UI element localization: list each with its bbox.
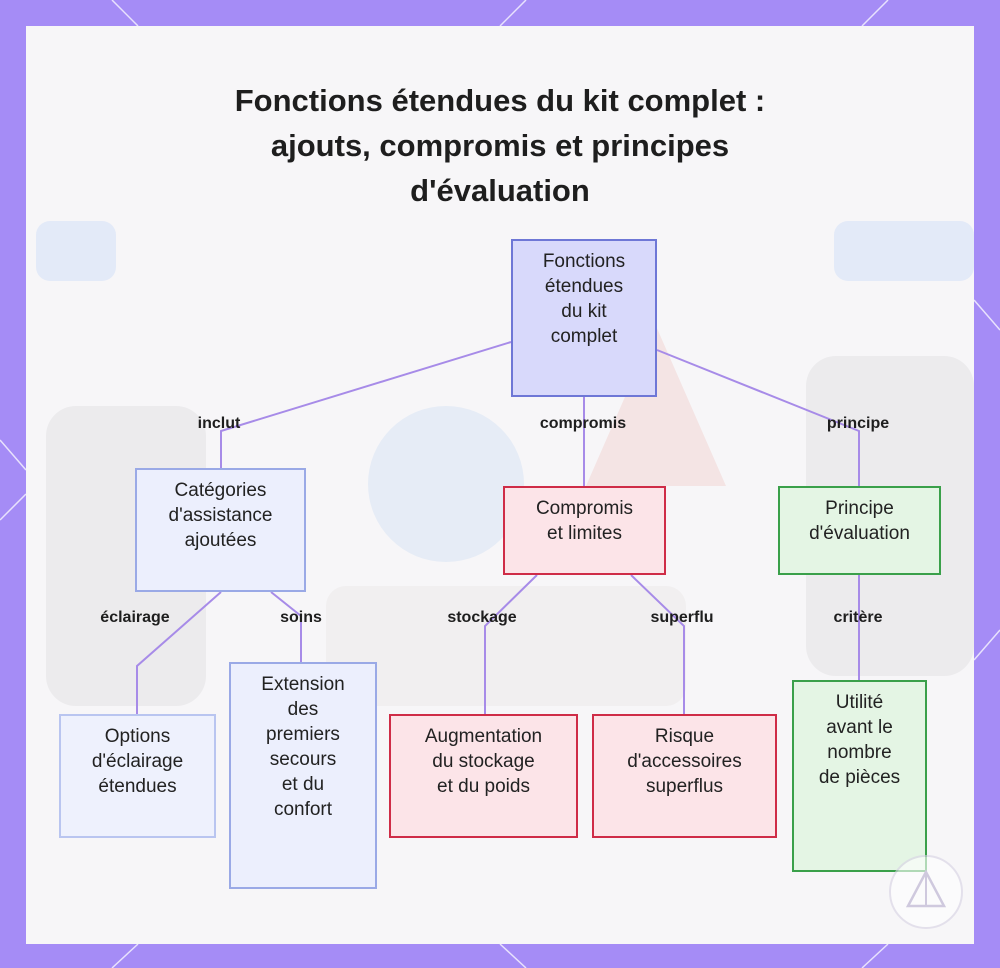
edge-label-critere: critère: [833, 609, 883, 626]
node-risque-line: d'accessoires: [627, 751, 742, 772]
node-root-line: complet: [550, 326, 618, 347]
node-stockage-line: et du poids: [437, 776, 530, 797]
node-extension-line: Extension: [261, 674, 345, 695]
node-extension: Extension des premiers secours et du con…: [229, 662, 377, 889]
node-stockage: Augmentation du stockage et du poids: [389, 714, 578, 838]
edge-principe: [656, 349, 860, 486]
node-stockage-line: du stockage: [432, 751, 535, 772]
node-categories-line: d'assistance: [168, 505, 273, 526]
node-root-line: Fonctions: [542, 251, 626, 272]
page-title: Fonctions étendues du kit complet : ajou…: [26, 78, 974, 213]
node-utilite-line: avant le: [826, 717, 893, 738]
edge-label-compromis: compromis: [539, 415, 627, 432]
node-eclairage-line: étendues: [98, 776, 177, 797]
diagram-panel: Fonctions étendues du kit complet : ajou…: [26, 26, 974, 944]
edge-stockage: [484, 574, 538, 714]
title-line-3: d'évaluation: [410, 173, 590, 208]
node-extension-line: secours: [269, 749, 337, 770]
node-extension-line: et du: [281, 774, 325, 795]
node-categories-line: Catégories: [174, 480, 267, 501]
node-utilite: Utilité avant le nombre de pièces: [792, 680, 927, 872]
node-utilite-line: Utilité: [835, 692, 884, 713]
node-root-line: étendues: [544, 276, 624, 297]
edge-label-principe: principe: [826, 415, 890, 432]
node-principe-line: Principe: [825, 498, 894, 519]
edge-inclut: [220, 341, 512, 468]
edge-label-eclairage: éclairage: [100, 609, 170, 626]
node-stockage-line: Augmentation: [424, 726, 543, 747]
edge-eclairage: [136, 591, 222, 714]
node-risque-line: superflus: [645, 776, 724, 797]
node-risque: Risque d'accessoires superflus: [592, 714, 777, 838]
edge-label-soins: soins: [280, 609, 322, 626]
edge-label-inclut: inclut: [197, 415, 241, 432]
edge-superflu: [630, 574, 685, 714]
node-eclairage-line: d'éclairage: [91, 751, 184, 772]
node-risque-line: Risque: [654, 726, 715, 747]
node-extension-line: premiers: [266, 724, 340, 745]
node-compromis-line: et limites: [547, 523, 622, 544]
node-categories-line: ajoutées: [184, 530, 257, 551]
title-line-1: Fonctions étendues du kit complet :: [234, 83, 766, 118]
edge-label-stockage: stockage: [447, 609, 517, 626]
node-principe: Principe d'évaluation: [778, 486, 941, 575]
node-utilite-line: de pièces: [818, 767, 901, 788]
node-extension-line: confort: [273, 799, 333, 820]
node-root: Fonctions étendues du kit complet: [511, 239, 657, 397]
node-root-line: du kit: [561, 301, 607, 322]
edge-layer: [136, 341, 860, 714]
node-compromis: Compromis et limites: [503, 486, 666, 575]
node-utilite-line: nombre: [827, 742, 892, 763]
node-eclairage: Options d'éclairage étendues: [59, 714, 216, 838]
title-line-2: ajouts, compromis et principes: [270, 128, 730, 163]
node-extension-line: des: [287, 699, 319, 720]
node-compromis-line: Compromis: [535, 498, 634, 519]
edge-soins: [270, 591, 302, 662]
tent-logo-icon: [889, 855, 963, 929]
node-principe-line: d'évaluation: [809, 523, 910, 544]
node-eclairage-line: Options: [104, 726, 171, 747]
edge-label-superflu: superflu: [650, 609, 714, 626]
node-categories: Catégories d'assistance ajoutées: [135, 468, 306, 592]
